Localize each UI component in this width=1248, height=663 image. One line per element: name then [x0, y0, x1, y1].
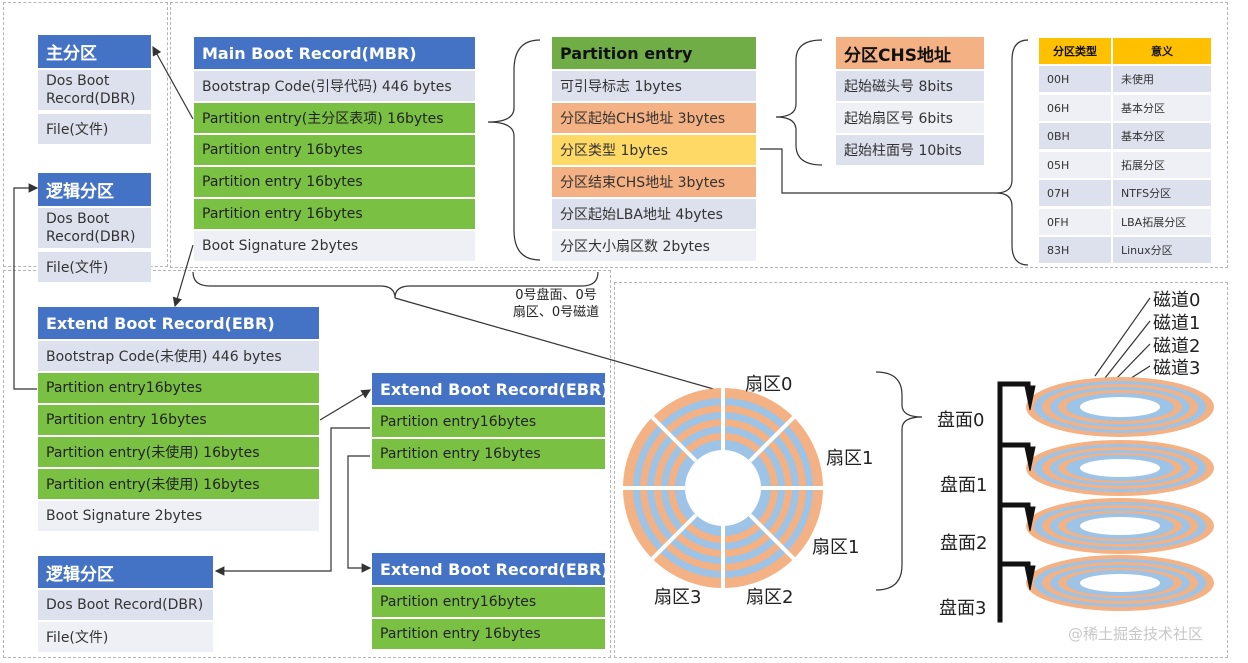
sector-label: 扇区1: [826, 448, 874, 469]
ebr3-row: Partition entry 16bytes: [372, 619, 605, 651]
sector-label: 扇区0: [745, 374, 793, 395]
table-cell: 83H: [1039, 237, 1111, 265]
table-cell: 06H: [1039, 95, 1111, 123]
table-cell: Linux分区: [1113, 237, 1211, 265]
table-header-type: 分区类型: [1039, 38, 1111, 64]
partition-entry-row: 分区起始LBA地址 4bytes: [552, 199, 756, 231]
dashed-frame-disk: [614, 282, 1228, 658]
ebr3-title: Extend Boot Record(EBR): [372, 553, 609, 585]
dashed-frame-bottom-left: [3, 270, 611, 658]
platter-label: 盘面2: [940, 533, 988, 554]
track-label: 磁道0: [1153, 290, 1201, 311]
ebr3-row: Partition entry16bytes: [372, 587, 605, 619]
table-header-meaning: 意义: [1113, 38, 1211, 64]
ebr2-title: Extend Boot Record(EBR): [372, 373, 609, 405]
logical-partition-2-title: 逻辑分区: [38, 556, 213, 588]
partition-entry-row: 分区类型 1bytes: [552, 135, 756, 167]
chs-row: 起始柱面号 10bits: [836, 135, 984, 167]
mbr-row: Partition entry 16bytes: [194, 135, 475, 167]
table-cell: 05H: [1039, 152, 1111, 180]
table-cell: 拓展分区: [1113, 152, 1211, 180]
partition-entry-row: 分区结束CHS地址 3bytes: [552, 167, 756, 199]
track-label: 磁道3: [1153, 358, 1201, 379]
sector-divider: [649, 414, 698, 463]
platter-label: 盘面1: [940, 475, 988, 496]
chs-title: 分区CHS地址: [836, 37, 984, 69]
platter-stack: [1026, 377, 1214, 611]
platter-label: 盘面3: [939, 598, 987, 619]
chs-row: 起始磁头号 8bits: [836, 71, 984, 103]
mbr-location-label: 0号盘面、0号 扇区、0号磁道: [500, 287, 612, 321]
table-cell: NTFS分区: [1113, 180, 1211, 208]
ebr1-row: Bootstrap Code(未使用) 446 bytes: [38, 341, 319, 373]
sector-label: 扇区2: [746, 587, 794, 608]
ebr1-row: Partition entry(未使用) 16bytes: [38, 469, 319, 501]
mbr-title: Main Boot Record(MBR): [194, 37, 475, 69]
chs-row: 起始扇区号 6bits: [836, 103, 984, 135]
partition-entry-row: 分区大小扇区数 2bytes: [552, 231, 756, 263]
table-cell: 0FH: [1039, 209, 1111, 237]
table-cell: 07H: [1039, 180, 1111, 208]
sector-label: 扇区3: [654, 587, 702, 608]
mbr-row: Partition entry 16bytes: [194, 167, 475, 199]
table-cell: LBA拓展分区: [1113, 209, 1211, 237]
logical-partition-1-title: 逻辑分区: [38, 173, 151, 206]
primary-partition-title: 主分区: [38, 35, 151, 68]
ebr1-title: Extend Boot Record(EBR): [38, 307, 319, 339]
ebr1-row: Partition entry16bytes: [38, 373, 319, 405]
actuator-arm: [997, 381, 1036, 623]
ebr1-row: Partition entry 16bytes: [38, 405, 319, 437]
watermark: @稀土掘金技术社区: [1068, 625, 1204, 643]
logical1-dbr: Dos Boot Record(DBR): [38, 208, 151, 250]
mbr-row: Partition entry 16bytes: [194, 199, 475, 231]
mbr-row: Partition entry(主分区表项) 16bytes: [194, 103, 475, 135]
partition-entry-title: Partition entry: [552, 37, 756, 69]
logical2-dbr: Dos Boot Record(DBR): [38, 590, 213, 622]
ebr2-row: Partition entry 16bytes: [372, 439, 605, 471]
sector-divider: [649, 513, 698, 562]
mbr-row: Bootstrap Code(引导代码) 446 bytes: [194, 71, 475, 103]
ebr1-row: Boot Signature 2bytes: [38, 501, 319, 533]
ebr2-row: Partition entry16bytes: [372, 407, 605, 439]
primary-dbr: Dos Boot Record(DBR): [38, 70, 151, 112]
track-label: 磁道1: [1153, 313, 1201, 334]
dashed-frame-top: [170, 2, 1228, 268]
partition-entry-row: 分区起始CHS地址 3bytes: [552, 103, 756, 135]
sector-divider: [748, 513, 797, 562]
primary-file: File(文件): [38, 114, 151, 146]
table-cell: 0BH: [1039, 123, 1111, 151]
table-cell: 基本分区: [1113, 95, 1211, 123]
partition-entry-row: 可引导标志 1bytes: [552, 71, 756, 103]
logical1-file: File(文件): [38, 252, 151, 284]
platter-hub: [685, 450, 761, 526]
mbr-location-line: 扇区、0号磁道: [512, 305, 600, 320]
mbr-row: Boot Signature 2bytes: [194, 231, 475, 263]
table-cell: 未使用: [1113, 66, 1211, 94]
sector-label: 扇区1: [812, 537, 860, 558]
table-cell: 基本分区: [1113, 123, 1211, 151]
ebr1-row: Partition entry(未使用) 16bytes: [38, 437, 319, 469]
platter-label: 盘面0: [937, 410, 985, 431]
track-label: 磁道2: [1153, 336, 1201, 357]
sector-divider: [748, 414, 797, 463]
mbr-location-line: 0号盘面、0号: [515, 288, 597, 303]
table-cell: 00H: [1039, 66, 1111, 94]
logical2-file: File(文件): [38, 622, 213, 654]
